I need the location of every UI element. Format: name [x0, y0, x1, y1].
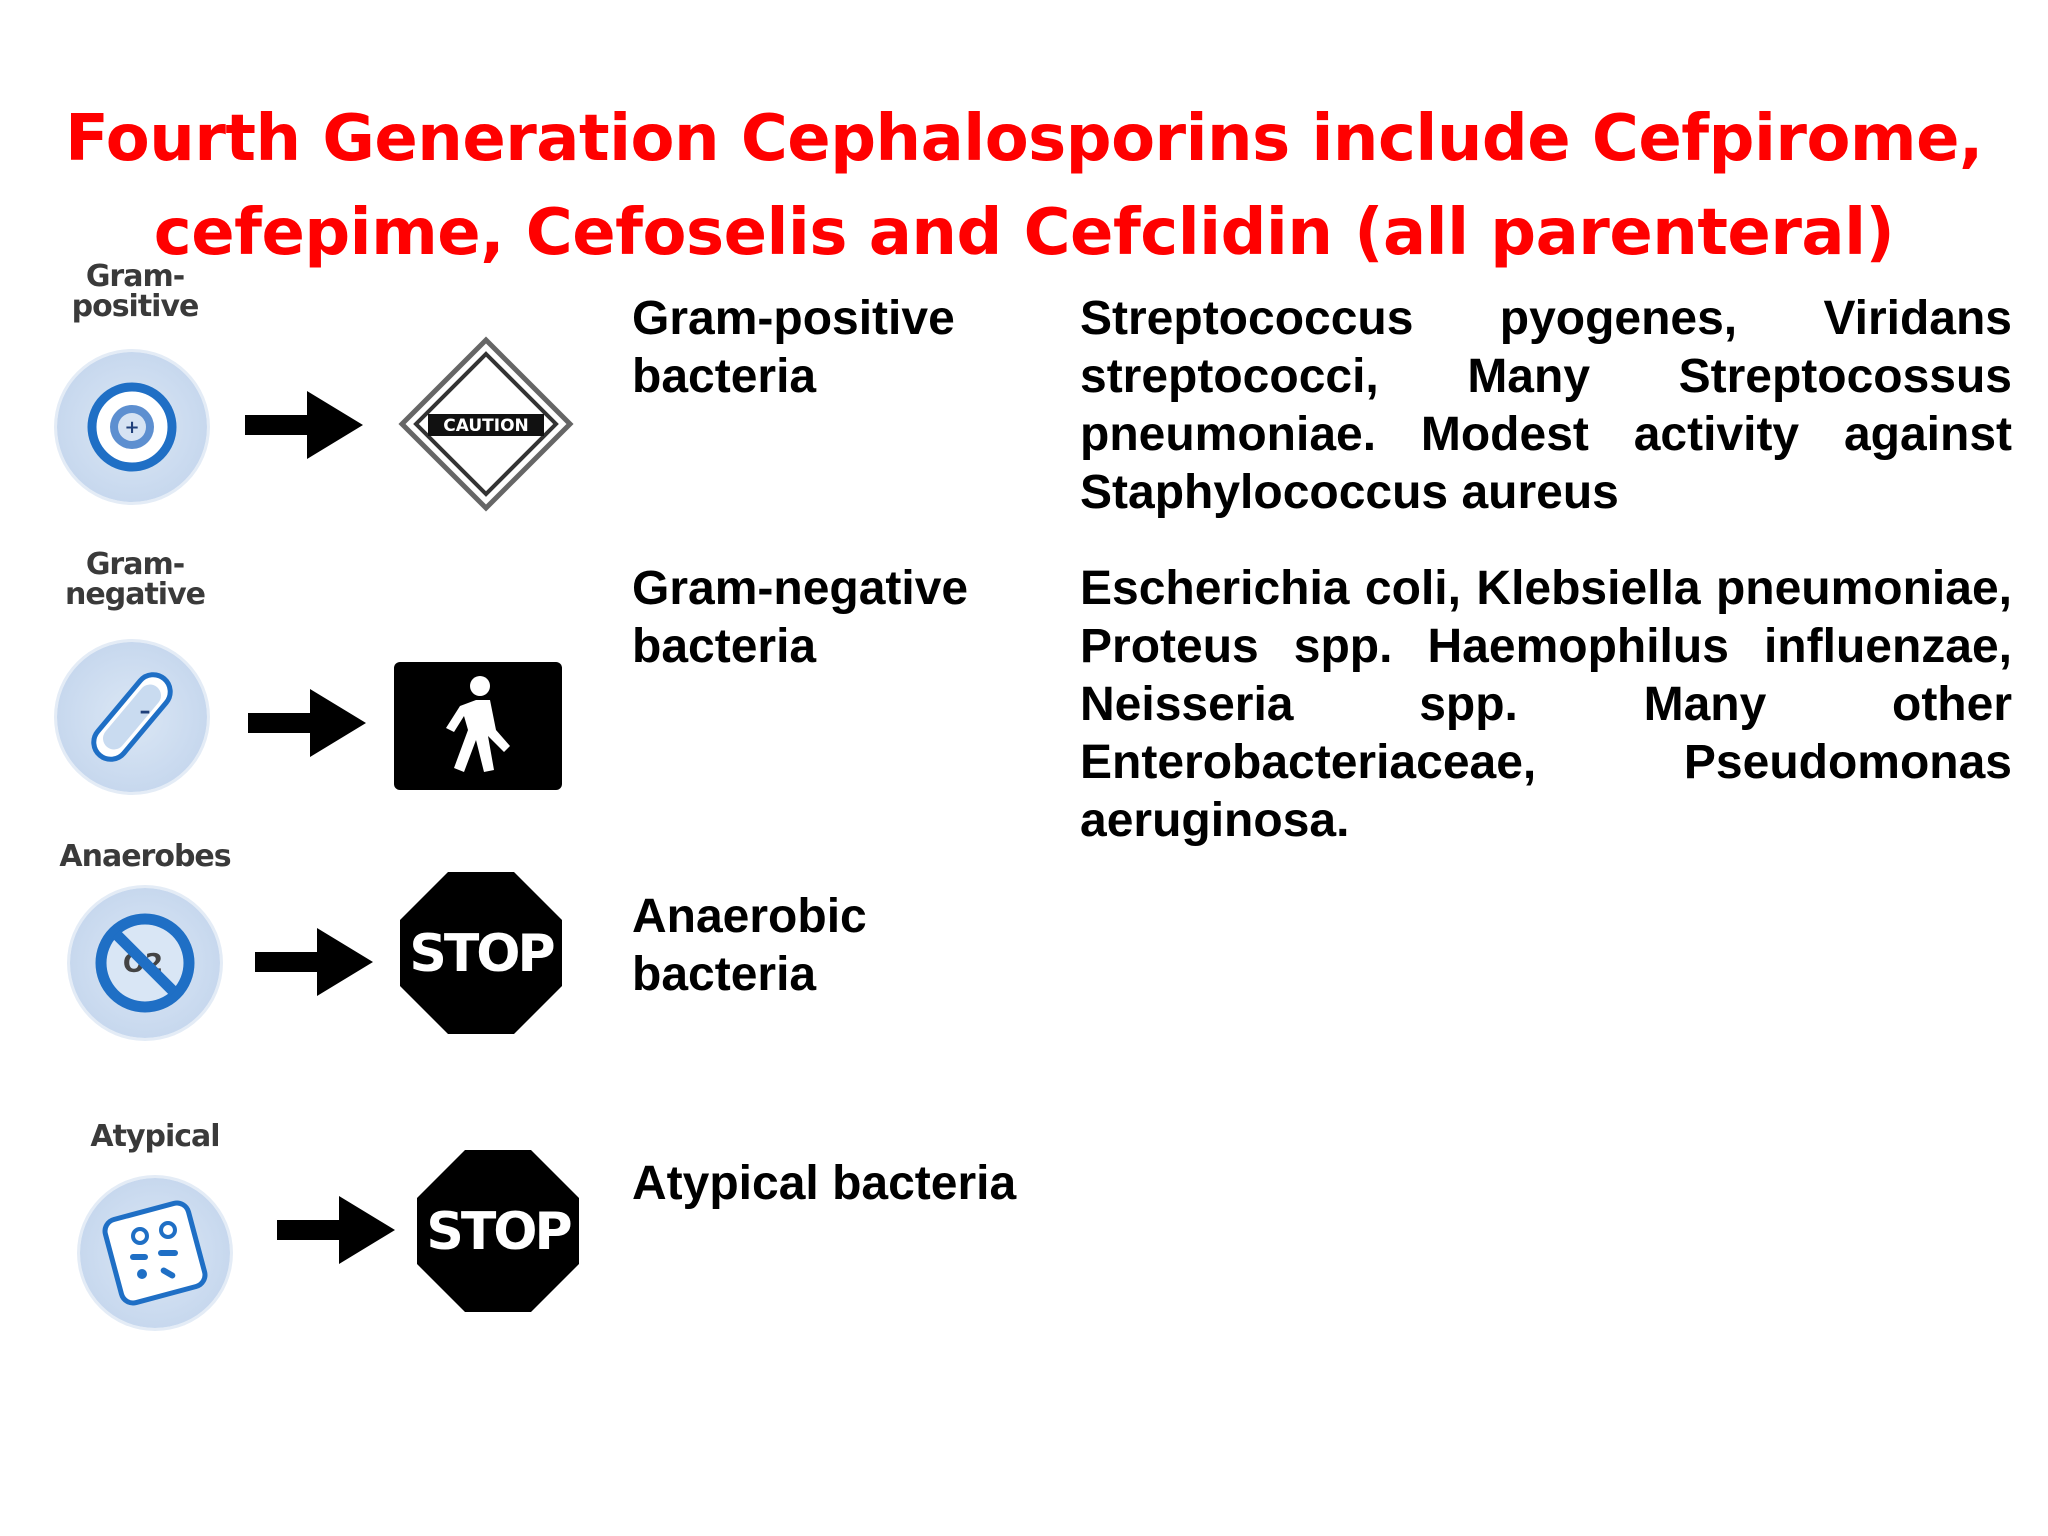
stop-sign-text: STOP	[426, 1202, 570, 1262]
caution-sign: CAUTION	[398, 336, 574, 512]
gram-positive-name: Gram-positive bacteria	[632, 292, 955, 403]
gram-positive-icon: +	[57, 352, 207, 502]
arrow-right-icon	[245, 391, 363, 459]
gram-negative-description: Escherichia coli, Klebsiella pneumoniae,…	[1080, 562, 2012, 847]
gram-negative-label: Gram- negative	[65, 547, 206, 612]
title-line-2: cefepime, Cefoselis and Cefclidin (all p…	[153, 196, 1895, 270]
walk-sign	[394, 662, 562, 790]
gram-negative-name: Gram-negative bacteria	[632, 562, 969, 673]
gram-positive-label: Gram- positive	[71, 259, 200, 324]
stop-sign-text: STOP	[409, 924, 553, 984]
stop-sign: STOP	[400, 872, 562, 1034]
gram-negative-icon: –	[57, 642, 207, 792]
anaerobes-label: Anaerobes	[59, 839, 231, 874]
gram-positive-description: Streptococcus pyogenes, Viridans strepto…	[1080, 292, 2012, 519]
atypical-icon	[80, 1178, 230, 1328]
arrow-right-icon	[248, 689, 366, 757]
atypical-name: Atypical bacteria	[632, 1157, 1017, 1210]
anaerobes-icon: O2	[70, 888, 220, 1038]
atypical-label: Atypical	[90, 1119, 220, 1154]
svg-text:+: +	[124, 417, 139, 438]
title-line-1: Fourth Generation Cephalosporins include…	[65, 102, 1983, 176]
slide-title: Fourth Generation Cephalosporins include…	[60, 92, 1988, 280]
caution-sign-text: CAUTION	[443, 416, 529, 436]
anaerobes-name: Anaerobic bacteria	[632, 890, 867, 1001]
stop-sign: STOP	[417, 1150, 579, 1312]
svg-text:–: –	[140, 699, 151, 724]
arrow-right-icon	[277, 1196, 395, 1264]
arrow-right-icon	[255, 928, 373, 996]
